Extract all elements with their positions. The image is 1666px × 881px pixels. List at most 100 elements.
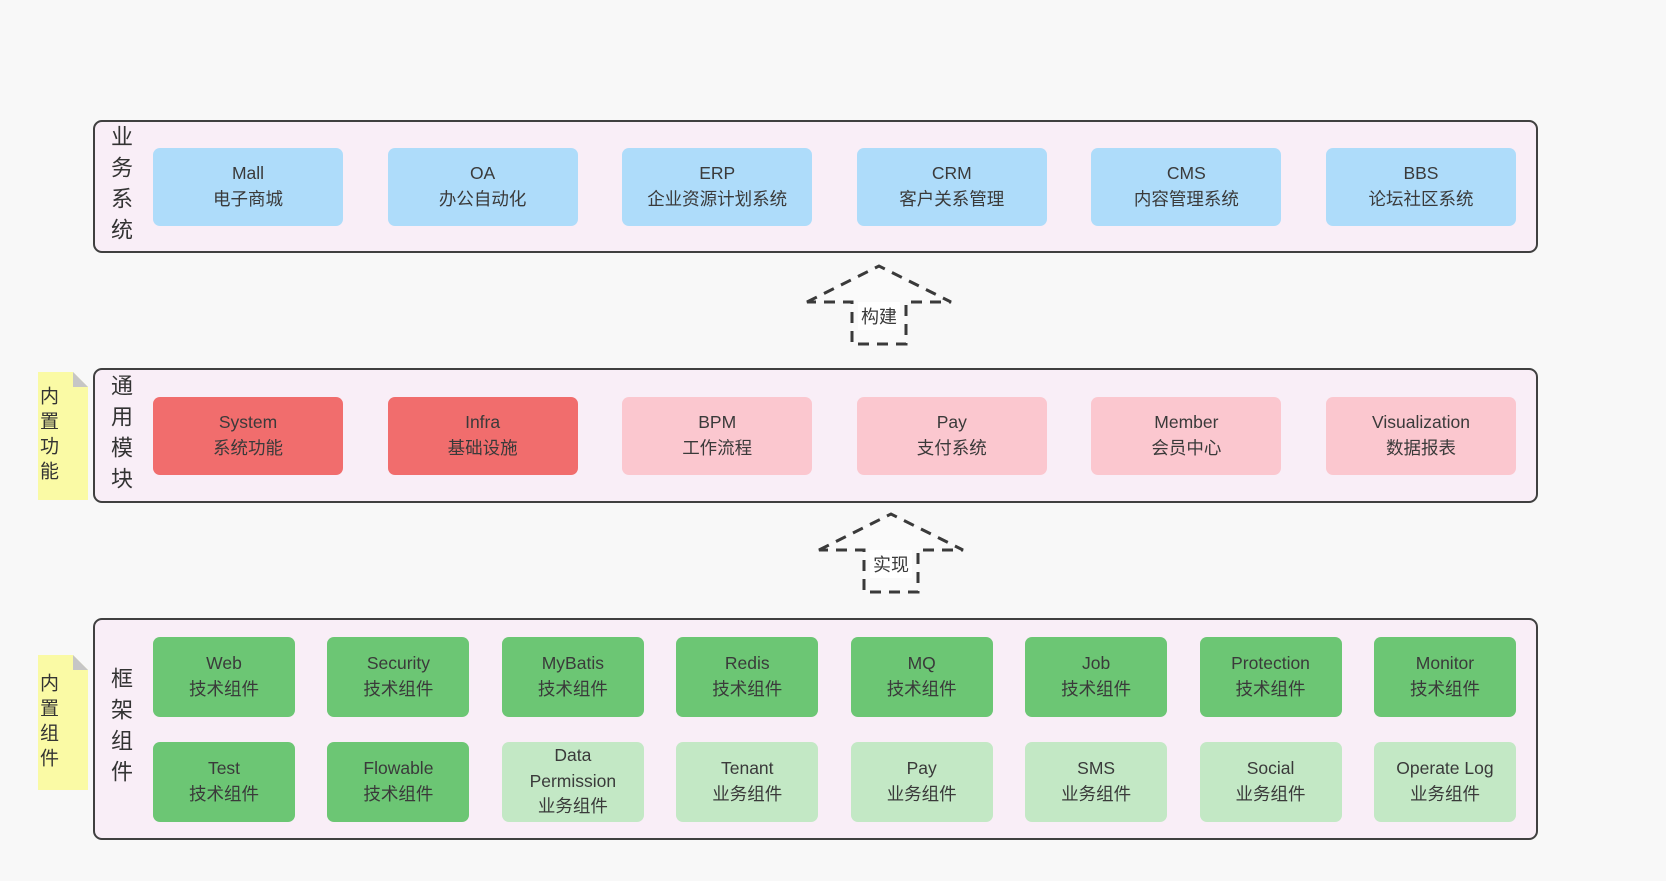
- box-security: Security 技术组件: [327, 636, 470, 717]
- box-web: Web 技术组件: [153, 636, 295, 717]
- box-mybatis: MyBatis 技术组件: [501, 636, 644, 717]
- box-title: Protection: [1231, 653, 1310, 674]
- box-title: SMS: [1077, 758, 1116, 779]
- box-system: System 系统功能: [153, 396, 343, 475]
- band-label-components: 框架组件: [108, 667, 133, 791]
- box-subtitle: 技术组件: [189, 783, 259, 804]
- implement-arrow: 实现: [816, 510, 966, 596]
- box-subtitle: 业务组件: [537, 796, 608, 817]
- box-title: Visualization: [1372, 412, 1470, 433]
- box-infra: Infra 基础设施: [387, 396, 578, 475]
- sticky-note-paper: [38, 372, 88, 500]
- band-label-business: 业务系统: [108, 124, 133, 249]
- box-subtitle: 技术组件: [363, 783, 434, 804]
- arrow-label-implement: 实现: [870, 550, 912, 578]
- modules-box-row: System 系统功能 Infra 基础设施 BPM 工作流程 Pay 支付系统…: [153, 396, 1516, 475]
- box-title: Security: [366, 653, 431, 674]
- box-subtitle: 技术组件: [363, 678, 434, 699]
- box-title: CMS: [1166, 163, 1206, 184]
- box-title: Job: [1082, 653, 1111, 674]
- band-components-content: Web 技术组件 Security 技术组件 MyBatis 技术组件 Redi…: [131, 620, 1536, 838]
- band-label-modules: 通用模块: [108, 373, 133, 498]
- sticky-note-builtin-components: 内置组件: [37, 655, 88, 790]
- box-subtitle: 支付系统: [916, 437, 987, 458]
- box-tenant: Tenant 业务组件: [676, 741, 819, 822]
- box-subtitle: 系统功能: [213, 437, 283, 458]
- box-social: Social 业务组件: [1199, 741, 1342, 822]
- box-title: CRM: [931, 163, 972, 184]
- box-subtitle: 企业资源计划系统: [647, 188, 788, 209]
- box-title: ERP: [699, 163, 736, 184]
- band-business-systems: 业务系统 Mall 电子商城 OA 办公自动化 ERP 企业资源计划系统 CRM…: [93, 120, 1538, 253]
- build-arrow: 构建: [804, 262, 954, 348]
- box-subtitle: 技术组件: [1235, 678, 1306, 699]
- box-flowable: Flowable 技术组件: [327, 741, 470, 822]
- arrow-label-build: 构建: [858, 302, 900, 330]
- box-redis: Redis 技术组件: [676, 636, 819, 717]
- box-protection: Protection 技术组件: [1199, 636, 1342, 717]
- band-business-content: Mall 电子商城 OA 办公自动化 ERP 企业资源计划系统 CRM 客户关系…: [131, 122, 1536, 251]
- box-subtitle: 技术组件: [189, 678, 259, 699]
- box-title: Redis: [724, 653, 770, 674]
- box-title: MQ: [907, 653, 936, 674]
- box-member: Member 会员中心: [1091, 396, 1282, 475]
- box-title: Monitor: [1415, 653, 1475, 674]
- box-crm: CRM 客户关系管理: [856, 147, 1047, 226]
- box-mq: MQ 技术组件: [850, 636, 993, 717]
- box-title: Flowable: [363, 758, 434, 779]
- box-title: Pay: [936, 412, 967, 433]
- components-box-row-2: Test 技术组件 Flowable 技术组件 Data Permission …: [153, 741, 1516, 822]
- box-erp: ERP 企业资源计划系统: [622, 147, 813, 226]
- box-title: Web: [206, 653, 242, 674]
- box-subtitle: 论坛社区系统: [1368, 188, 1474, 209]
- sticky-note-paper: [38, 655, 88, 790]
- box-subtitle: 技术组件: [537, 678, 608, 699]
- sticky-note-text: 内置功能: [37, 386, 58, 486]
- box-title: Pay: [906, 758, 937, 779]
- box-title: Test: [207, 758, 241, 779]
- band-common-modules: 通用模块 System 系统功能 Infra 基础设施 BPM 工作流程 Pay…: [93, 368, 1538, 503]
- components-box-row-1: Web 技术组件 Security 技术组件 MyBatis 技术组件 Redi…: [153, 636, 1516, 717]
- sticky-note-builtin-features: 内置功能: [37, 372, 88, 500]
- band-framework-components: 框架组件 Web 技术组件 Security 技术组件 MyBatis 技术组件…: [93, 618, 1538, 840]
- box-subtitle: 业务组件: [1409, 783, 1480, 804]
- box-subtitle: 内容管理系统: [1133, 188, 1239, 209]
- box-subtitle: 基础设施: [447, 437, 518, 458]
- box-mall: Mall 电子商城: [153, 147, 343, 226]
- folded-corner-icon: [73, 655, 88, 670]
- band-modules-content: System 系统功能 Infra 基础设施 BPM 工作流程 Pay 支付系统…: [131, 370, 1536, 501]
- box-title: Data Permission: [529, 745, 617, 791]
- box-pay-component: Pay 业务组件: [850, 741, 993, 822]
- box-data-permission: Data Permission 业务组件: [501, 741, 644, 822]
- box-title: Social: [1246, 758, 1295, 779]
- box-subtitle: 业务组件: [1061, 783, 1132, 804]
- box-subtitle: 会员中心: [1151, 437, 1222, 458]
- box-oa: OA 办公自动化: [387, 147, 578, 226]
- box-visualization: Visualization 数据报表: [1325, 396, 1516, 475]
- business-box-row: Mall 电子商城 OA 办公自动化 ERP 企业资源计划系统 CRM 客户关系…: [153, 147, 1516, 226]
- sticky-note-text: 内置组件: [37, 672, 58, 773]
- box-title: BPM: [698, 412, 737, 433]
- box-title: Operate Log: [1396, 758, 1494, 779]
- box-subtitle: 技术组件: [1409, 678, 1480, 699]
- box-subtitle: 数据报表: [1385, 437, 1456, 458]
- box-title: Tenant: [720, 758, 774, 779]
- box-subtitle: 电子商城: [213, 188, 283, 209]
- box-test: Test 技术组件: [153, 741, 295, 822]
- box-title: OA: [469, 163, 496, 184]
- box-subtitle: 业务组件: [886, 783, 957, 804]
- box-sms: SMS 业务组件: [1025, 741, 1168, 822]
- box-title: Mall: [231, 163, 265, 184]
- box-title: MyBatis: [541, 653, 604, 674]
- box-subtitle: 办公自动化: [438, 188, 527, 209]
- box-bbs: BBS 论坛社区系统: [1325, 147, 1516, 226]
- box-title: Infra: [465, 412, 501, 433]
- box-subtitle: 业务组件: [712, 783, 783, 804]
- box-title: Member: [1154, 412, 1219, 433]
- box-subtitle: 技术组件: [1061, 678, 1132, 699]
- folded-corner-icon: [73, 372, 88, 387]
- box-title: System: [218, 412, 278, 433]
- box-subtitle: 技术组件: [712, 678, 783, 699]
- box-subtitle: 业务组件: [1235, 783, 1306, 804]
- box-cms: CMS 内容管理系统: [1091, 147, 1282, 226]
